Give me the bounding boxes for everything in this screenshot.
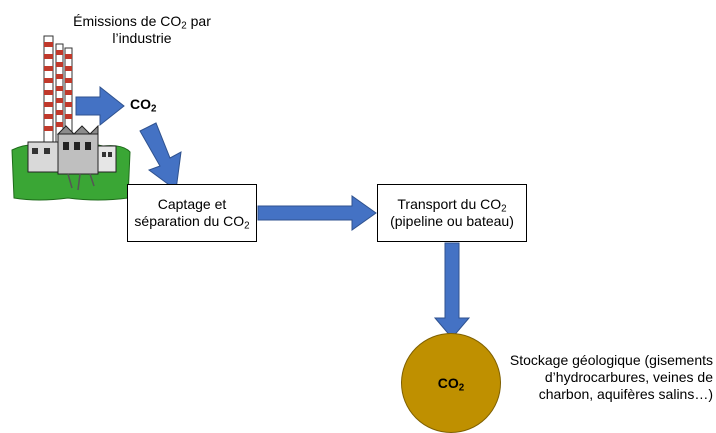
captage-box: Captage et séparation du CO2 xyxy=(127,184,257,242)
storage-circle: CO2 xyxy=(401,333,501,433)
arrow-transport-to-storage xyxy=(433,242,471,339)
co2-label: CO2 xyxy=(130,96,157,115)
emissions-label: Émissions de CO2 par l’industrie xyxy=(73,13,211,46)
transport-line1: Transport du CO2 xyxy=(397,196,507,215)
arrow-co2-to-captage xyxy=(139,122,182,191)
captage-line1: Captage et xyxy=(157,196,227,212)
storage-description: Stockage géologique (gisements d’hydroca… xyxy=(509,352,713,402)
arrow-captage-to-transport xyxy=(257,195,377,231)
transport-line2: (pipeline ou bateau) xyxy=(390,213,514,229)
arrow-factory-to-co2 xyxy=(75,85,125,127)
factory-icon xyxy=(11,35,131,201)
transport-box: Transport du CO2 (pipeline ou bateau) xyxy=(377,184,527,242)
captage-line2: séparation du CO2 xyxy=(134,213,250,232)
storage-co2-label: CO2 xyxy=(437,375,465,394)
